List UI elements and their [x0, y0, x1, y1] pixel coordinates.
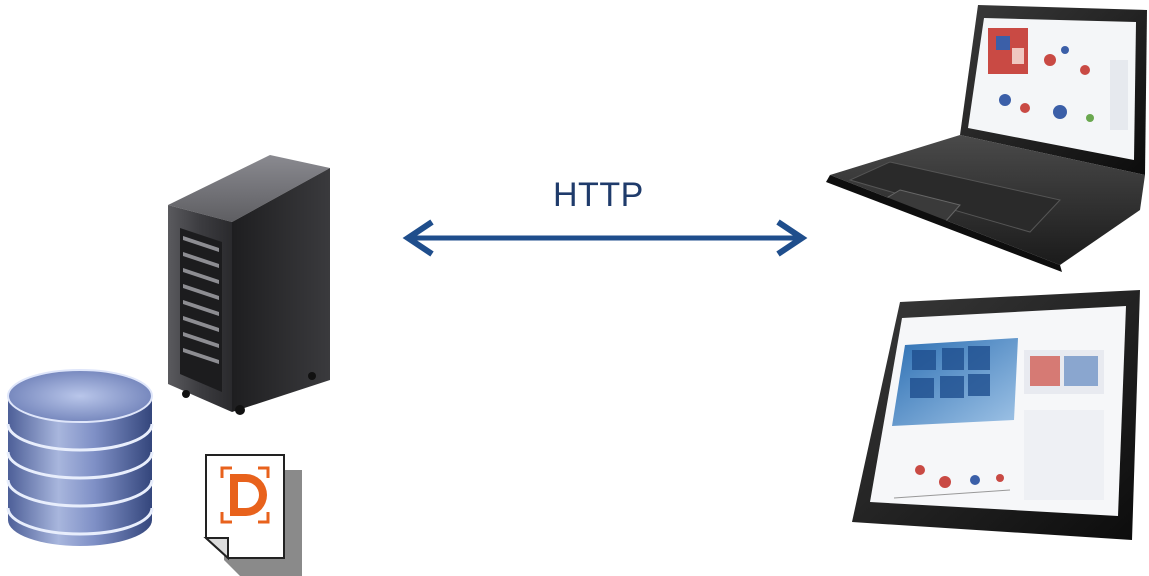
server-tower-icon: [168, 155, 330, 415]
tablet-screen-content: [892, 338, 1104, 500]
database-icon: [6, 369, 154, 546]
laptop-icon: [826, 5, 1147, 272]
tablet-icon: [852, 290, 1140, 540]
http-arrow: [402, 219, 808, 257]
document-d-icon: [203, 454, 302, 576]
laptop-screen-content: [988, 28, 1128, 130]
http-label: HTTP: [553, 176, 644, 214]
d-logo: [220, 466, 270, 524]
